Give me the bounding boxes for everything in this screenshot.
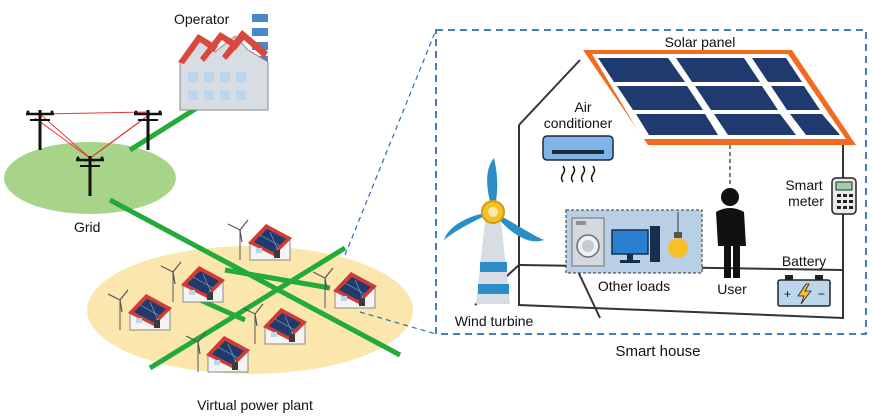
smart-house-box [435, 29, 867, 335]
other-loads-box [565, 209, 703, 274]
virtual-power-plant-label: Virtual power plant [197, 397, 313, 413]
computer-icon [611, 226, 660, 263]
other-loads-label: Other loads [598, 278, 670, 294]
svg-text:−: − [818, 287, 825, 301]
grid-label: Grid [74, 219, 100, 235]
air-conditioner-icon [542, 135, 614, 183]
smart-house-label: Smart house [615, 343, 700, 360]
virtual-power-plant-area [87, 246, 413, 374]
battery-label: Battery [782, 253, 826, 269]
wind-turbine-label: Wind turbine [455, 313, 534, 329]
power-lines [108, 103, 402, 371]
air-conditioner-label-1: Air [574, 99, 591, 115]
svg-text:+: + [784, 287, 791, 301]
smart-meter-label-1: Smart [785, 177, 822, 193]
washing-machine-icon [571, 217, 605, 267]
smart-meter-label-2: meter [788, 193, 824, 209]
solar-panel-label: Solar panel [665, 34, 736, 50]
user-label: User [717, 281, 747, 297]
factory-icon [178, 14, 269, 111]
smart-meter-icon [831, 177, 857, 215]
operator-label: Operator [174, 11, 230, 27]
solar-panel-icon [583, 50, 856, 145]
light-bulb-icon [668, 212, 688, 258]
air-conditioner-label-2: conditioner [544, 115, 613, 131]
pylon-icon [24, 108, 56, 152]
grid-wires [34, 111, 151, 163]
battery-icon: + − [777, 275, 831, 307]
person-icon [716, 188, 746, 278]
projection-lines [344, 29, 437, 335]
wind-turbine-icon [444, 158, 544, 304]
